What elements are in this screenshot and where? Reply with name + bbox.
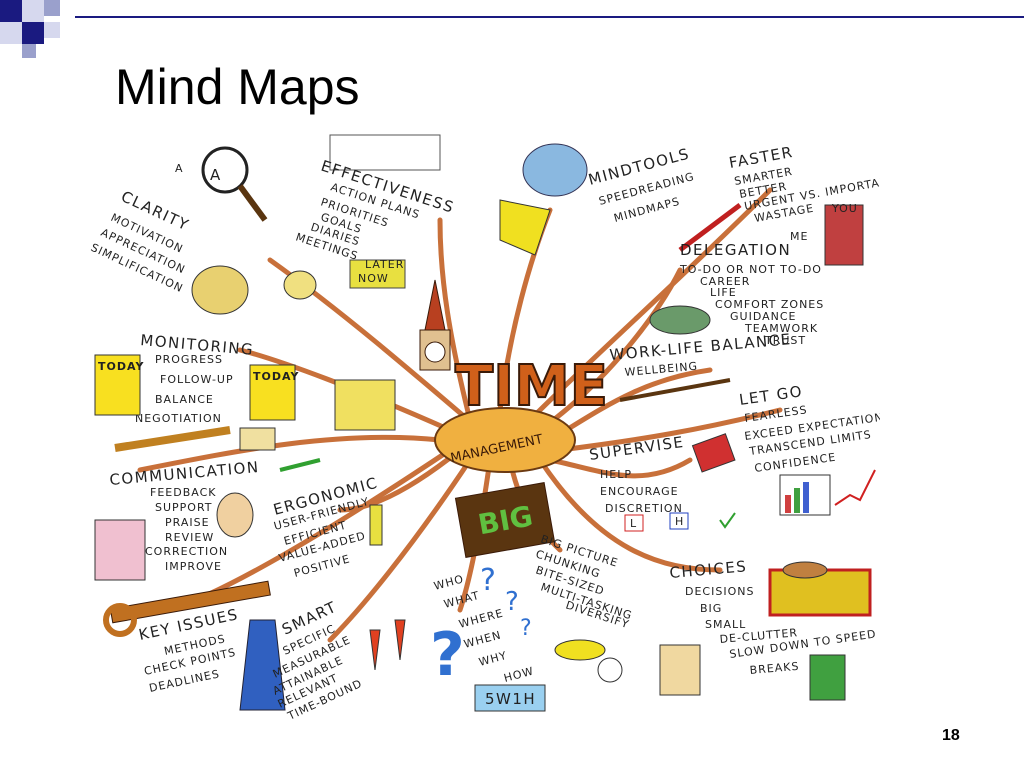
who-head: WHO <box>432 572 465 593</box>
book-icon <box>499 199 551 256</box>
carrot-icon <box>394 619 406 661</box>
delegation-item-5: GUIDANCE <box>730 310 796 323</box>
figure-icon <box>369 504 383 546</box>
paper-cup-icon <box>659 644 701 696</box>
communication-item-3: PRAISE <box>165 516 210 529</box>
slide-title: Mind Maps <box>115 59 360 115</box>
supervise-item-2: ENCOURAGE <box>600 485 679 498</box>
who-item-4: WHY <box>477 649 508 669</box>
key-ring-icon <box>103 603 137 637</box>
big-sign <box>454 482 556 558</box>
books-stack-icon <box>824 204 864 266</box>
center-ellipse <box>434 407 576 473</box>
delegation-head: DELEGATION <box>680 241 791 259</box>
carrot-icon <box>369 629 381 671</box>
cake-icon <box>782 561 828 579</box>
line-graph-icon <box>834 469 876 506</box>
brain-icon <box>522 143 588 197</box>
header-rule <box>75 16 1024 18</box>
question-mark-icon: ? <box>505 587 519 617</box>
delegation-item-3: LIFE <box>710 286 737 299</box>
today-note-1 <box>94 354 141 416</box>
cap-icon <box>649 305 711 335</box>
monitoring-item-3: BALANCE <box>155 393 214 406</box>
mind-map-illustration: TIME MANAGEMENT A A CLARITY MOTIVATION A… <box>89 134 880 723</box>
h-plate-label: H <box>675 515 684 528</box>
w5h1-label: 5W1H <box>485 690 536 708</box>
choices-item-3: SMALL <box>705 618 746 631</box>
bar-chart-icon <box>785 495 791 513</box>
double-arrow-icon <box>279 458 321 472</box>
kitten-icon <box>283 270 317 300</box>
later-label: LATER <box>365 258 404 271</box>
envelope-icon <box>239 427 276 451</box>
delegation-item-2: CAREER <box>700 275 750 288</box>
delegation-item-6: TEAMWORK <box>744 322 818 335</box>
communication-item-2: SUPPORT <box>155 501 213 514</box>
now-label: NOW <box>358 272 389 285</box>
big-question-mark-icon: ? <box>430 620 465 690</box>
delegation-item-4: COMFORT ZONES <box>715 298 824 311</box>
h-plate-icon <box>669 512 689 530</box>
board-icon <box>329 134 441 171</box>
supervise-item-3: DISCRETION <box>605 502 683 515</box>
who-item-5: HOW <box>502 664 535 685</box>
today-note-2 <box>249 364 296 421</box>
choices-item-1: DECISIONS <box>685 585 754 598</box>
monitoring-item-1: PROGRESS <box>155 353 223 366</box>
table-cake-icon <box>768 568 872 617</box>
letter-a: A <box>210 166 222 184</box>
magnifier-icon <box>201 146 249 194</box>
question-mark-icon: ? <box>520 616 532 641</box>
tie-icon <box>239 619 286 711</box>
choices-item-6: BREAKS <box>749 660 800 677</box>
me-label: ME <box>790 230 808 243</box>
choices-head: CHOICES <box>669 557 748 582</box>
l-plate-label: L <box>630 517 637 530</box>
check-icon <box>719 512 736 529</box>
books-later-icon <box>349 259 406 289</box>
key-icon <box>109 580 271 624</box>
red-book-icon <box>691 433 736 473</box>
bar-chart-icon <box>803 482 809 513</box>
communication-item-6: IMPROVE <box>165 560 222 573</box>
monitoring-item-4: NEGOTIATION <box>135 412 222 425</box>
monitoring-item-2: FOLLOW-UP <box>160 373 234 386</box>
delegation-item-7: TRUST <box>764 334 806 347</box>
clock-icon <box>424 341 446 363</box>
screen-icon <box>334 379 396 431</box>
who-item-3: WHEN <box>462 628 502 650</box>
gift-icon <box>94 519 146 581</box>
choices-item-2: BIG <box>700 602 722 615</box>
dart-icon <box>678 203 742 252</box>
question-mark-icon: ? <box>480 563 496 598</box>
today-label-1: TODAY <box>98 360 144 373</box>
worklife-item-1: WELLBEING <box>624 360 698 379</box>
supervise-item-1: HELP <box>600 468 632 481</box>
mug-icon <box>809 654 846 701</box>
seesaw-icon <box>619 378 731 402</box>
center-title: TIME <box>455 354 608 419</box>
l-plate-icon <box>624 514 644 532</box>
delegation-item-1: TO-DO OR NOT TO-DO <box>679 263 822 276</box>
cat-icon <box>191 265 249 315</box>
w5h1-box <box>474 684 546 712</box>
communication-item-1: FEEDBACK <box>150 486 216 499</box>
face-icon <box>216 492 254 538</box>
communication-item-5: CORRECTION <box>145 545 228 558</box>
corner-decoration <box>0 0 60 58</box>
umbrella-icon <box>554 639 606 661</box>
pencil-icon <box>114 426 231 452</box>
magnifier-handle <box>237 184 268 222</box>
letter-a-small: A <box>175 162 184 175</box>
snowman-icon <box>597 657 623 683</box>
you-label: YOU <box>831 202 858 215</box>
communication-item-4: REVIEW <box>165 531 214 544</box>
today-label-2: TODAY <box>253 370 299 383</box>
slide-number: 18 <box>942 727 960 744</box>
bar-chart-icon <box>794 488 800 513</box>
